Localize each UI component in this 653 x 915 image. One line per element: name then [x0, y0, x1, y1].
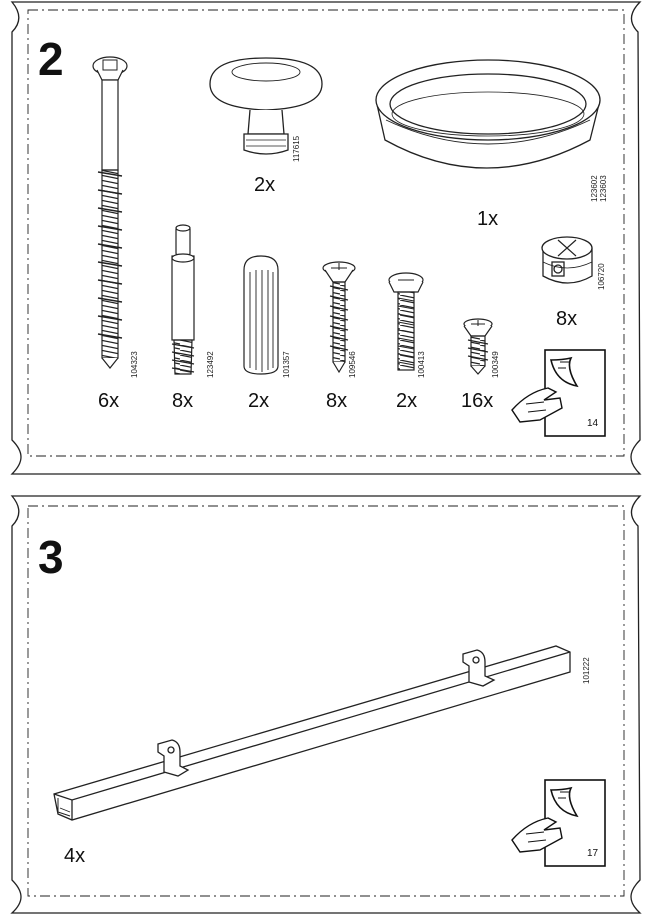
part-quantity: 2x	[396, 390, 418, 412]
part-number: 123602	[590, 175, 599, 202]
part-number: 104323	[130, 351, 139, 378]
page-reference-icon	[511, 779, 606, 867]
rail-bracket-icon	[53, 645, 571, 821]
part-number: 101222	[582, 657, 591, 684]
part-quantity: 8x	[326, 390, 348, 412]
long-screw-icon	[92, 56, 128, 369]
part-number: 100413	[417, 351, 426, 378]
panel-frame-step-3	[10, 495, 642, 914]
part-quantity: 1x	[477, 208, 499, 230]
cam-bolt-icon	[171, 224, 195, 375]
part-quantity: 8x	[556, 308, 578, 330]
page-reference-number: 14	[587, 418, 599, 429]
cam-lock-icon	[541, 236, 593, 284]
part-number: 123492	[206, 351, 215, 378]
part-quantity: 2x	[248, 390, 270, 412]
part-number: 101357	[282, 351, 291, 378]
part-number: 106720	[597, 263, 606, 290]
part-number: 123603	[599, 175, 608, 202]
knob-icon	[209, 57, 323, 155]
part-quantity: 8x	[172, 390, 194, 412]
step-number: 3	[38, 531, 64, 583]
page-reference-number: 17	[587, 848, 599, 859]
wood-screw-icon	[322, 261, 356, 374]
machine-screw-icon	[388, 272, 424, 371]
part-number: 100349	[491, 351, 500, 378]
ring-icon	[375, 59, 601, 169]
short-screw-icon	[463, 318, 493, 375]
part-number: 117615	[292, 135, 301, 162]
part-quantity: 4x	[64, 845, 86, 867]
part-quantity: 6x	[98, 390, 120, 412]
wooden-dowel-icon	[243, 255, 279, 375]
part-quantity: 16x	[461, 390, 494, 412]
part-number: 109546	[348, 351, 357, 378]
page-reference-icon	[511, 349, 606, 437]
panel-frame-step-2	[10, 1, 642, 475]
step-number: 2	[38, 33, 64, 85]
part-quantity: 2x	[254, 174, 276, 196]
